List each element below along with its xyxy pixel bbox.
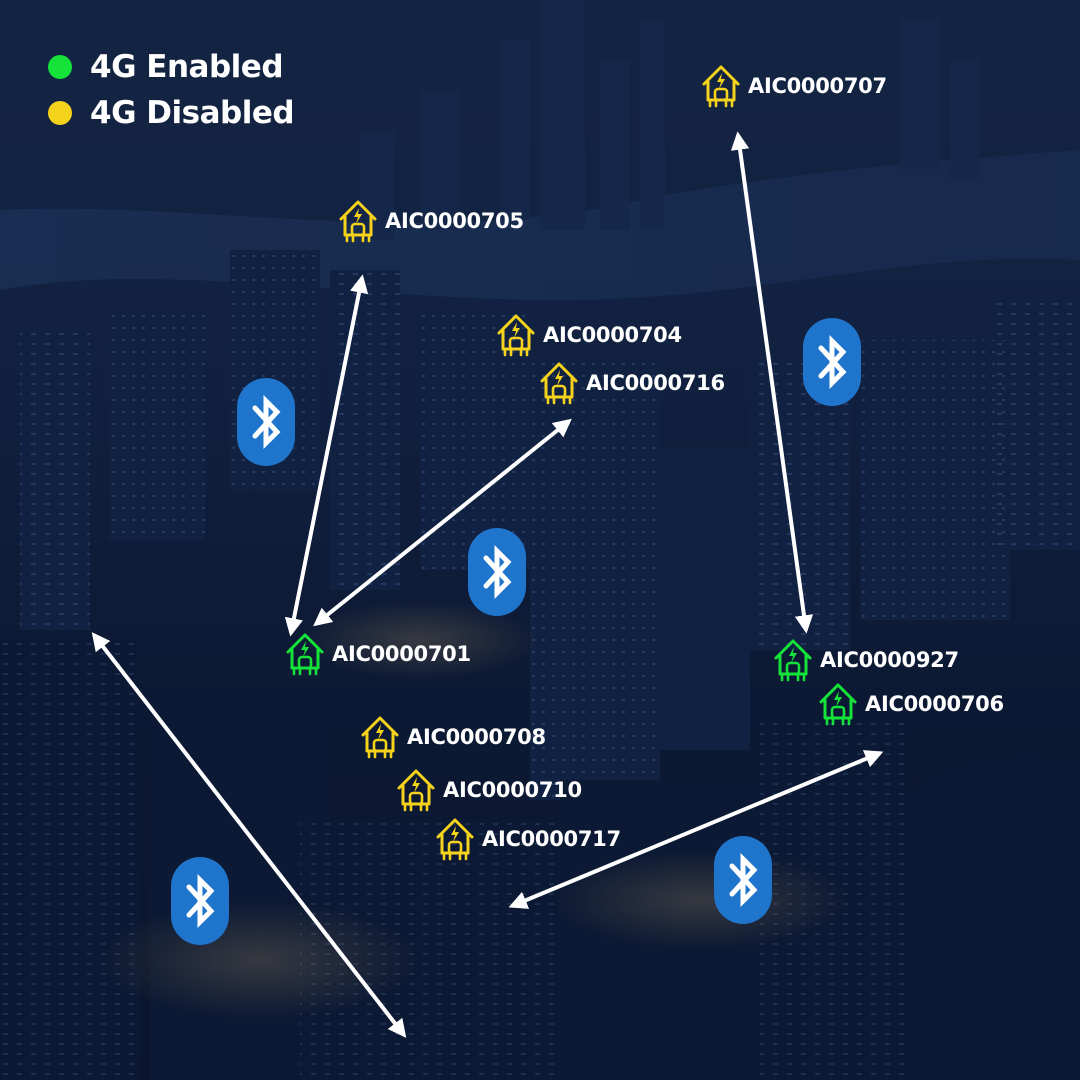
legend: 4G Enabled 4G Disabled bbox=[48, 44, 295, 136]
house-charger-icon bbox=[702, 65, 740, 108]
node-label: AIC0000927 bbox=[820, 648, 959, 672]
legend-item-4g-disabled: 4G Disabled bbox=[48, 90, 295, 136]
node-aic0000706: AIC0000706 bbox=[817, 680, 1004, 728]
node-label: AIC0000708 bbox=[407, 725, 546, 749]
node-aic0000707: AIC0000707 bbox=[700, 62, 887, 110]
node-label: AIC0000706 bbox=[865, 692, 1004, 716]
node-aic0000716: AIC0000716 bbox=[538, 359, 725, 407]
bluetooth-link-arrow bbox=[730, 131, 814, 634]
house-charger-icon bbox=[774, 639, 812, 682]
node-aic0000717: AIC0000717 bbox=[434, 815, 621, 863]
house-charger-icon bbox=[286, 633, 324, 676]
node-label: AIC0000704 bbox=[543, 323, 682, 347]
legend-label: 4G Disabled bbox=[90, 95, 295, 131]
node-aic0000704: AIC0000704 bbox=[495, 311, 682, 359]
bluetooth-icon bbox=[714, 836, 772, 924]
house-charger-icon bbox=[540, 362, 578, 405]
legend-item-4g-enabled: 4G Enabled bbox=[48, 44, 294, 90]
house-charger-icon bbox=[497, 314, 535, 357]
node-aic0000710: AIC0000710 bbox=[395, 766, 582, 814]
bluetooth-icon bbox=[171, 857, 229, 945]
bluetooth-link-arrow bbox=[508, 750, 884, 909]
house-charger-icon bbox=[436, 818, 474, 861]
bluetooth-icon bbox=[803, 318, 861, 406]
legend-label: 4G Enabled bbox=[90, 49, 284, 85]
node-label: AIC0000701 bbox=[332, 642, 471, 666]
house-charger-icon bbox=[819, 683, 857, 726]
node-label: AIC0000716 bbox=[586, 371, 725, 395]
node-label: AIC0000710 bbox=[443, 778, 582, 802]
node-aic0000705: AIC0000705 bbox=[337, 197, 524, 245]
node-aic0000927: AIC0000927 bbox=[772, 636, 959, 684]
bluetooth-link-arrow bbox=[313, 418, 572, 627]
bluetooth-icon bbox=[237, 378, 295, 466]
house-charger-icon bbox=[361, 716, 399, 759]
green-dot-icon bbox=[48, 55, 72, 79]
house-charger-icon bbox=[397, 769, 435, 812]
node-label: AIC0000705 bbox=[385, 209, 524, 233]
node-label: AIC0000707 bbox=[748, 74, 887, 98]
node-label: AIC0000717 bbox=[482, 827, 621, 851]
bluetooth-icon bbox=[468, 528, 526, 616]
bluetooth-link-arrow bbox=[91, 632, 407, 1038]
node-aic0000701: AIC0000701 bbox=[284, 630, 471, 678]
house-charger-icon bbox=[339, 200, 377, 243]
yellow-dot-icon bbox=[48, 101, 72, 125]
node-aic0000708: AIC0000708 bbox=[359, 713, 546, 761]
